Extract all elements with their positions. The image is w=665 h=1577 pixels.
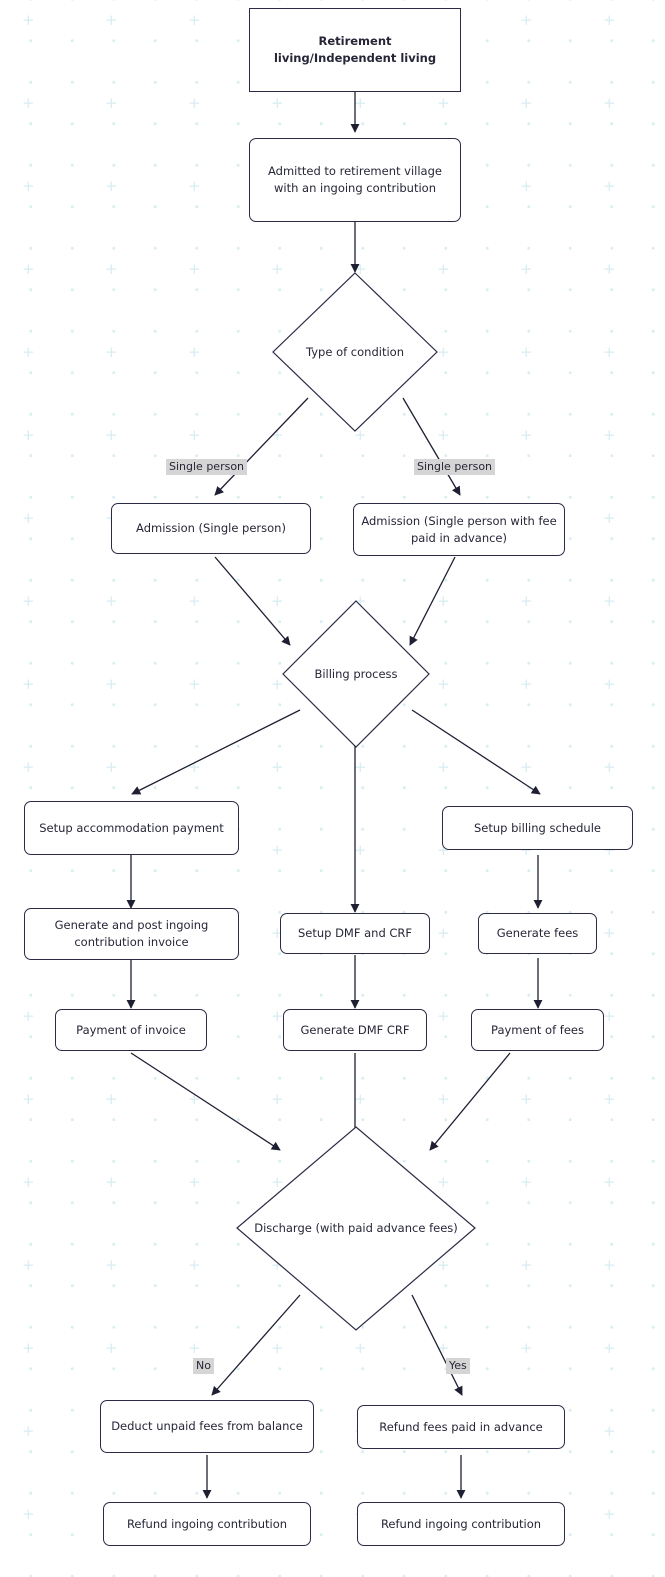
node-label: Generate DMF CRF: [300, 1022, 410, 1037]
node-label: Generate and post ingoing contribution i…: [54, 918, 209, 949]
node-discharge-with-paid-advance-fees[interactable]: Discharge (with paid advance fees): [236, 1126, 476, 1331]
node-label: Admitted to retirement village with an i…: [268, 164, 442, 195]
node-label: Discharge (with paid advance fees): [254, 1221, 458, 1236]
node-label: Refund fees paid in advance: [379, 1419, 543, 1434]
node-label: Billing process: [314, 666, 398, 681]
node-label: Type of condition: [306, 344, 404, 359]
node-refund-fees-paid-in-advance[interactable]: Refund fees paid in advance: [357, 1405, 565, 1449]
node-admission-single-person[interactable]: Admission (Single person): [111, 503, 311, 554]
node-label: Refund ingoing contribution: [380, 1516, 542, 1531]
edge-label-discharge-yes: Yes: [446, 1358, 470, 1374]
node-label: Setup billing schedule: [474, 820, 601, 835]
node-admitted-retirement-village[interactable]: Admitted to retirement village with an i…: [249, 138, 461, 222]
node-label: Retirement living/Independent living: [273, 34, 437, 65]
node-retirement-living[interactable]: Retirement living/Independent living: [249, 8, 461, 92]
diamond-shape: [272, 272, 438, 432]
node-refund-ingoing-contribution-left[interactable]: Refund ingoing contribution: [103, 1502, 311, 1546]
node-setup-accommodation-payment[interactable]: Setup accommodation payment: [24, 801, 239, 855]
node-setup-dmf-crf[interactable]: Setup DMF and CRF: [280, 913, 430, 954]
node-type-of-condition[interactable]: Type of condition: [272, 272, 438, 432]
node-label: Admission (Single person): [136, 521, 286, 536]
edge-label-left-condition: Single person: [166, 459, 248, 475]
node-label: Admission (Single person with fee paid i…: [361, 513, 557, 545]
node-generate-post-ingoing-invoice[interactable]: Generate and post ingoing contribution i…: [24, 908, 239, 960]
node-generate-dmf-crf[interactable]: Generate DMF CRF: [283, 1009, 427, 1051]
node-payment-of-fees[interactable]: Payment of fees: [471, 1009, 604, 1051]
node-label: Refund ingoing contribution: [126, 1516, 288, 1531]
node-payment-of-invoice[interactable]: Payment of invoice: [55, 1009, 207, 1051]
edge-label-discharge-no: No: [193, 1358, 214, 1374]
node-deduct-unpaid-fees[interactable]: Deduct unpaid fees from balance: [100, 1400, 314, 1453]
node-generate-fees[interactable]: Generate fees: [478, 913, 597, 954]
diamond-shape: [236, 1126, 476, 1331]
node-label: Setup DMF and CRF: [297, 926, 413, 941]
node-setup-billing-schedule[interactable]: Setup billing schedule: [442, 806, 633, 850]
node-label: Deduct unpaid fees from balance: [111, 1419, 303, 1434]
node-label: Setup accommodation payment: [39, 820, 224, 835]
node-admission-single-person-fee-advance[interactable]: Admission (Single person with fee paid i…: [353, 503, 565, 556]
node-label: Payment of fees: [491, 1022, 584, 1037]
node-refund-ingoing-contribution-right[interactable]: Refund ingoing contribution: [357, 1502, 565, 1546]
node-label: Generate fees: [496, 926, 579, 941]
node-label: Payment of invoice: [76, 1022, 186, 1037]
edge-label-right-condition: Single person: [414, 459, 496, 475]
diamond-shape: [282, 600, 430, 748]
node-billing-process[interactable]: Billing process: [282, 600, 430, 748]
